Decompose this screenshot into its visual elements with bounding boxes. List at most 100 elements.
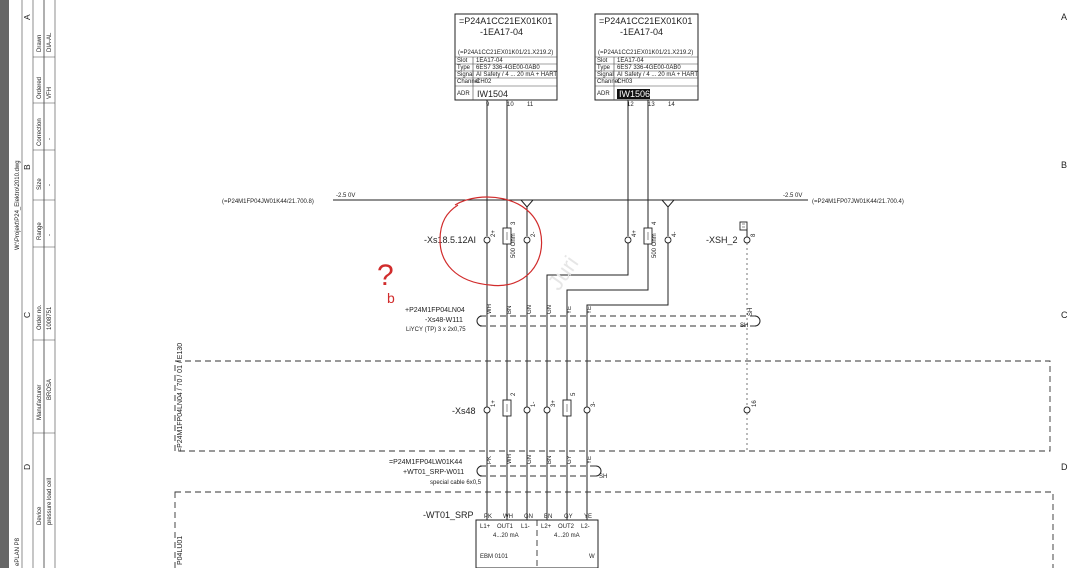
shield-label: -XSH_2 bbox=[706, 235, 738, 245]
device-name: EBM 0101 bbox=[480, 554, 509, 560]
module-left-type-value: 6ES7 336-4GE00-0AB0 bbox=[476, 65, 540, 71]
lower-area-label: P04LU01 bbox=[177, 536, 184, 565]
right-row-a: A bbox=[1061, 12, 1067, 22]
right-row-c: C bbox=[1061, 310, 1068, 320]
module-right-signal-value: AI Safety / 4 ... 20 mA + HART bbox=[617, 72, 698, 78]
module-right: =P24A1CC21EX01K01 -1EA17-04 (=P24A1CC21E… bbox=[594, 13, 699, 108]
field-drawn-label: Drawn bbox=[37, 35, 43, 52]
s2-terminal-1 bbox=[483, 406, 491, 414]
row-letter-c: C bbox=[22, 312, 32, 318]
s2-num-2: 2 bbox=[511, 392, 517, 396]
module-right-ref: (=P24A1CC21EX01K01/21.X219.2) bbox=[598, 50, 693, 56]
cable1-sh-label: SH bbox=[740, 323, 748, 329]
terminal-2-minus bbox=[664, 236, 672, 244]
module-right-adr-key: ADR bbox=[597, 91, 610, 97]
strip1-label: -Xs18.5.12AI bbox=[424, 235, 476, 245]
device-range-1: 4...20 mA bbox=[493, 533, 519, 539]
bus-right-voltage: -2.5 0V bbox=[783, 193, 802, 199]
module-right-pin-14: 14 bbox=[668, 102, 675, 108]
field-drawn-value: DIA-AL bbox=[47, 32, 53, 52]
module-right-signal-key: Signal bbox=[597, 72, 614, 78]
terminal-1-plus bbox=[483, 236, 491, 244]
shield-terminal-num: 8 bbox=[751, 233, 757, 237]
s2-terminal-6 bbox=[583, 406, 591, 414]
resistor-2-text: 500 Ohm bbox=[652, 233, 658, 258]
right-row-letters: A B C D bbox=[1061, 12, 1068, 472]
device-color-6: YE bbox=[584, 514, 592, 520]
device-pin-3: L1- bbox=[521, 524, 530, 530]
field-device-value: pressure load cell bbox=[47, 478, 53, 525]
device-color-4: BN bbox=[544, 514, 552, 520]
terminal-strip-2: -Xs48 1+ 2 1- 3+ 5 3- 16 bbox=[452, 392, 758, 417]
module-right-slot-key: Slot bbox=[597, 58, 608, 64]
module-left-adr-key: ADR bbox=[457, 91, 470, 97]
module-right-adr-highlight bbox=[617, 89, 650, 99]
module-left-type-key: Type bbox=[457, 65, 471, 71]
bus-left-voltage: -2.5 0V bbox=[336, 193, 355, 199]
field-range-value: - bbox=[47, 234, 53, 236]
field-manufacturer-value: BROSA bbox=[47, 379, 53, 400]
s2-shield-terminal bbox=[743, 406, 751, 414]
cable1-line3: LiYCY (TP) 3 x 2x0,75 bbox=[406, 327, 466, 333]
vertical-file-path: W:\Projekt\P24_Elektro\2010.dwg bbox=[15, 160, 21, 250]
field-correction-label: Correction bbox=[37, 118, 43, 146]
terminal-1-plus-num: 2+ bbox=[491, 230, 497, 237]
module-left-pin-11: 11 bbox=[527, 102, 534, 108]
field-box-label: =P24M1FP04LN04 / 70 / 01 / E130 bbox=[177, 343, 184, 452]
terminal-2-mid-num: 4 bbox=[652, 221, 658, 225]
module-left-title: =P24A1CC21EX01K01 bbox=[459, 16, 552, 26]
module-right-adr-value: IW1506 bbox=[619, 89, 650, 99]
terminal-2-plus bbox=[624, 236, 632, 244]
device-range-2: 4...20 mA bbox=[554, 533, 580, 539]
module-right-title: =P24A1CC21EX01K01 bbox=[599, 16, 692, 26]
module-right-pin-12: 12 bbox=[627, 102, 634, 108]
s2-num-1: 1+ bbox=[491, 400, 497, 407]
terminal-1-minus-num: 2- bbox=[531, 232, 537, 237]
cable2-core-2: WH bbox=[507, 454, 513, 464]
cable2-core-1: PK bbox=[487, 456, 493, 464]
module-left-subtitle: -1EA17-04 bbox=[480, 27, 523, 37]
cable1-core-1: WH bbox=[487, 304, 493, 314]
cable1-line1: +P24M1FP04LN04 bbox=[405, 307, 465, 314]
cable1-core-5: YE bbox=[567, 306, 573, 314]
ground-icon bbox=[739, 221, 748, 231]
field-size-label: Size bbox=[37, 178, 43, 190]
bus-line: (=P24M1FP04JW01K44/21.700.8) -2.5 0V -2.… bbox=[222, 193, 904, 208]
red-letter: b bbox=[387, 290, 395, 306]
device-pin-1: L1+ bbox=[480, 524, 491, 530]
cable1-core-3: GN bbox=[527, 305, 533, 314]
module-left-ref: (=P24A1CC21EX01K01/21.X219.2) bbox=[458, 50, 553, 56]
wires-lower bbox=[486, 413, 748, 520]
lower-area: P04LU01 bbox=[174, 491, 1054, 568]
bus-right-ref: (=P24M1FP07JW01K44/21.700.4) bbox=[812, 199, 904, 205]
cable2-line2: +WT01_SRP-W011 bbox=[403, 469, 464, 476]
field-box-border bbox=[174, 360, 1051, 452]
red-annotation: ? b bbox=[377, 196, 543, 306]
module-wires bbox=[486, 100, 669, 236]
s2-shield-num: 16 bbox=[752, 400, 758, 407]
field-size-value: - bbox=[47, 184, 53, 186]
row-letter-a: A bbox=[22, 14, 32, 20]
module-left-adr-value: IW1504 bbox=[477, 89, 508, 99]
module-left-signal-key: Signal bbox=[457, 72, 474, 78]
device-ebm: -WT01_SRP PK WH GN BN GY YE L1+ OUT1 L1-… bbox=[423, 510, 599, 568]
device-color-1: PK bbox=[484, 514, 492, 520]
module-left-channel-key: Channel bbox=[457, 79, 479, 85]
terminal-2-plus-num: 4+ bbox=[632, 230, 638, 237]
device-pin-6: L2- bbox=[581, 524, 590, 530]
module-right-pin-13: 13 bbox=[648, 102, 655, 108]
right-row-d: D bbox=[1061, 462, 1068, 472]
wires-mid bbox=[486, 243, 748, 408]
cable1-core-sh: SH bbox=[748, 308, 754, 316]
cable2-core-4: BN bbox=[547, 456, 553, 464]
module-left-channel-value: CH02 bbox=[476, 79, 492, 85]
red-circle-markup bbox=[439, 196, 543, 287]
sidebar-strip bbox=[0, 0, 9, 568]
module-right-subtitle: -1EA17-04 bbox=[620, 27, 663, 37]
s2-terminal-4 bbox=[543, 406, 551, 414]
device-corner: W bbox=[589, 554, 595, 560]
field-order-label: Order no. bbox=[37, 304, 43, 330]
device-tag: -WT01_SRP bbox=[423, 510, 474, 520]
device-pin-4: L2+ bbox=[541, 524, 552, 530]
